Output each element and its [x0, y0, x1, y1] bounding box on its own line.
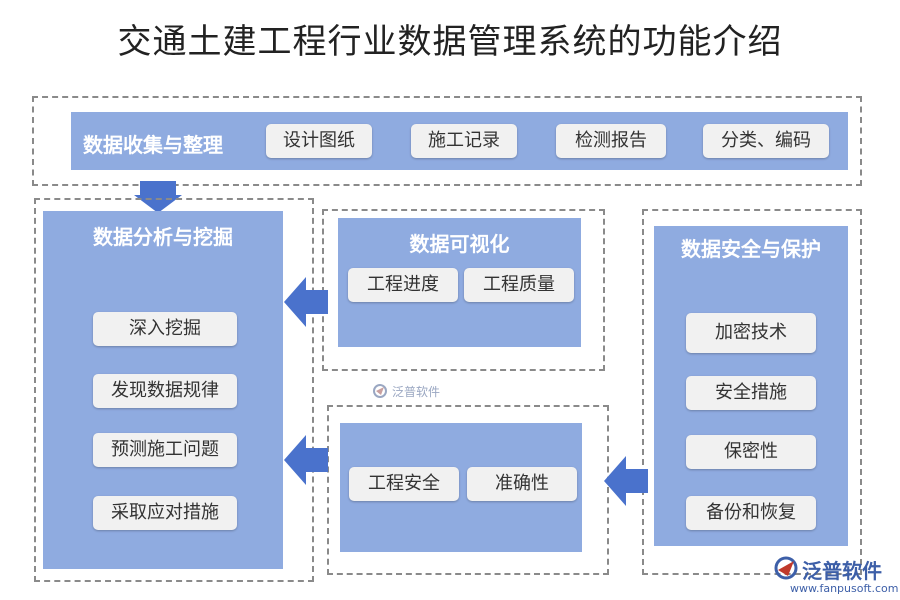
security-item-confidential: 保密性	[686, 435, 816, 469]
collect-item-design: 设计图纸	[266, 124, 372, 158]
arrow-left-icon	[604, 456, 648, 506]
visual-title: 数据可视化	[409, 232, 510, 256]
analysis-item-pattern: 发现数据规律	[93, 374, 237, 408]
collect-item-records: 施工记录	[411, 124, 517, 158]
collect-item-classify: 分类、编码	[703, 124, 829, 158]
quality-panel: 工程安全 准确性	[340, 423, 582, 552]
security-item-measures: 安全措施	[686, 376, 816, 410]
analysis-item-dig: 深入挖掘	[93, 312, 237, 346]
visual-panel: 数据可视化 工程进度 工程质量	[338, 218, 581, 347]
watermark-brand: 泛普软件 www.fanpusoft.com	[772, 552, 898, 598]
collect-title: 数据收集与整理	[83, 133, 223, 157]
page-title: 交通土建工程行业数据管理系统的功能介绍	[117, 22, 783, 62]
watermark-url: www.fanpusoft.com	[790, 582, 899, 595]
security-panel: 数据安全与保护 加密技术 安全措施 保密性 备份和恢复	[654, 226, 848, 546]
analysis-item-measures: 采取应对措施	[93, 496, 237, 530]
fanpu-logo-icon	[373, 384, 387, 398]
arrow-down-icon	[134, 181, 182, 213]
analysis-item-predict: 预测施工问题	[93, 433, 237, 467]
watermark-small-text: 泛普软件	[392, 385, 441, 399]
arrow-left-icon	[284, 277, 328, 327]
visual-item-quality: 工程质量	[464, 268, 574, 302]
analysis-panel: 数据分析与挖掘 深入挖掘 发现数据规律 预测施工问题 采取应对措施	[43, 211, 283, 569]
collect-group	[32, 96, 862, 186]
arrow-left-icon	[284, 435, 328, 485]
analysis-title: 数据分析与挖掘	[93, 225, 233, 249]
quality-item-accuracy: 准确性	[467, 467, 577, 501]
security-title: 数据安全与保护	[681, 237, 821, 261]
watermark-brand-text: 泛普软件	[802, 559, 882, 583]
collect-panel: 数据收集与整理 设计图纸 施工记录 检测报告 分类、编码	[71, 112, 848, 170]
fanpu-logo-icon	[774, 556, 798, 580]
security-group	[642, 209, 862, 575]
analysis-group	[34, 198, 314, 582]
visual-item-progress: 工程进度	[348, 268, 458, 302]
collect-item-reports: 检测报告	[556, 124, 666, 158]
quality-item-safety: 工程安全	[349, 467, 459, 501]
security-item-encryption: 加密技术	[686, 313, 816, 353]
quality-group	[327, 405, 609, 575]
security-item-backup: 备份和恢复	[686, 496, 816, 530]
